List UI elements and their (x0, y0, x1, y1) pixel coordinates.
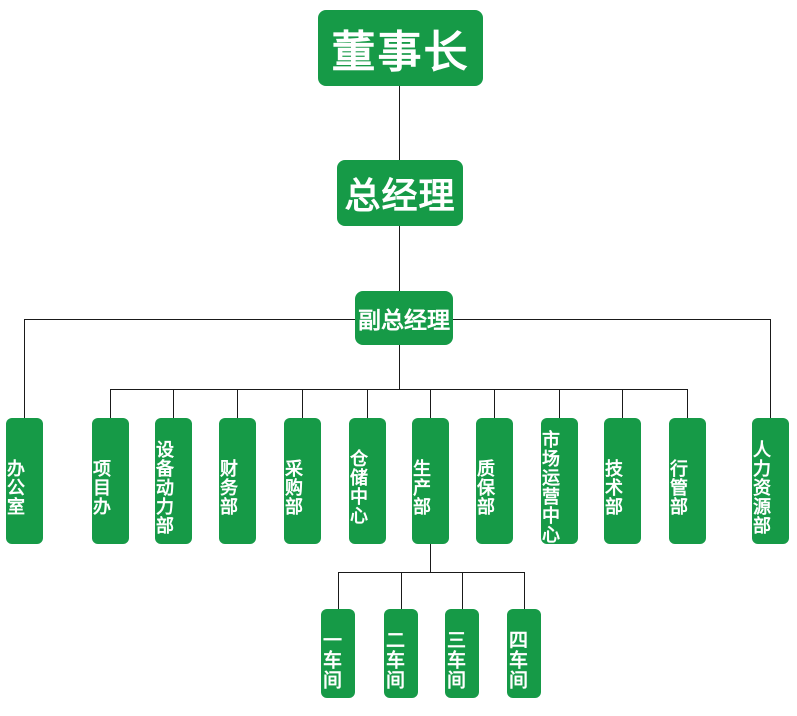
org-node-deputy-general-manager: 副总经理 (355, 291, 453, 345)
connector-line (430, 389, 431, 418)
connector-line (237, 389, 238, 418)
connector-line (302, 389, 303, 418)
dept-label: 项目办 (91, 458, 111, 516)
connector-line (399, 345, 400, 389)
workshop-label: 二车间 (383, 629, 404, 690)
org-node-dept-administration: 行管部 (668, 418, 706, 544)
org-node-dept-office: 办公室 (5, 418, 43, 544)
dept-label: 行管部 (668, 458, 688, 516)
connector-line (622, 389, 623, 418)
connector-line (462, 572, 463, 609)
org-node-workshop-4: 四车间 (506, 609, 541, 698)
dept-label: 设备动力部 (154, 439, 174, 535)
connector-line (399, 226, 400, 291)
connector-line (173, 389, 174, 418)
connector-line (367, 389, 368, 418)
dept-label: 仓储中心 (348, 449, 368, 525)
org-node-dept-project-office: 项目办 (91, 418, 129, 544)
org-node-chairman: 董事长 (318, 10, 483, 86)
connector-line (401, 572, 402, 609)
dept-label: 办公室 (5, 458, 25, 516)
workshop-label: 三车间 (444, 629, 465, 690)
org-node-dept-market-operations-center: 市场运营中心 (540, 418, 578, 544)
dept-label: 财务部 (218, 458, 238, 516)
connector-line (110, 389, 687, 390)
org-node-dept-human-resources: 人力资源部 (751, 418, 789, 544)
connector-line (430, 544, 431, 572)
org-node-general-manager: 总经理 (337, 160, 463, 226)
org-node-dept-equipment-power: 设备动力部 (154, 418, 192, 544)
org-node-dept-finance: 财务部 (218, 418, 256, 544)
connector-line (24, 319, 25, 418)
connector-line (559, 389, 560, 418)
org-node-dept-production: 生产部 (411, 418, 449, 544)
connector-line (338, 572, 524, 573)
connector-line (687, 389, 688, 418)
dept-label: 质保部 (475, 458, 495, 516)
dept-label: 市场运营中心 (540, 430, 560, 544)
workshop-label: 一车间 (320, 629, 341, 690)
org-node-dept-procurement: 采购部 (283, 418, 321, 544)
dept-label: 人力资源部 (751, 439, 771, 535)
connector-line (110, 389, 111, 418)
org-node-workshop-3: 三车间 (444, 609, 479, 698)
org-node-workshop-2: 二车间 (383, 609, 418, 698)
connector-line (770, 319, 771, 418)
connector-line (338, 572, 339, 609)
dept-label: 技术部 (603, 458, 623, 516)
connector-line (494, 389, 495, 418)
dept-label: 采购部 (283, 458, 303, 516)
workshop-label: 四车间 (506, 629, 527, 690)
org-node-dept-technology: 技术部 (603, 418, 641, 544)
org-node-workshop-1: 一车间 (320, 609, 355, 698)
dept-label: 生产部 (411, 458, 431, 516)
connector-line (399, 86, 400, 160)
org-node-dept-warehouse-center: 仓储中心 (348, 418, 386, 544)
connector-line (524, 572, 525, 609)
org-node-dept-quality-assurance: 质保部 (475, 418, 513, 544)
